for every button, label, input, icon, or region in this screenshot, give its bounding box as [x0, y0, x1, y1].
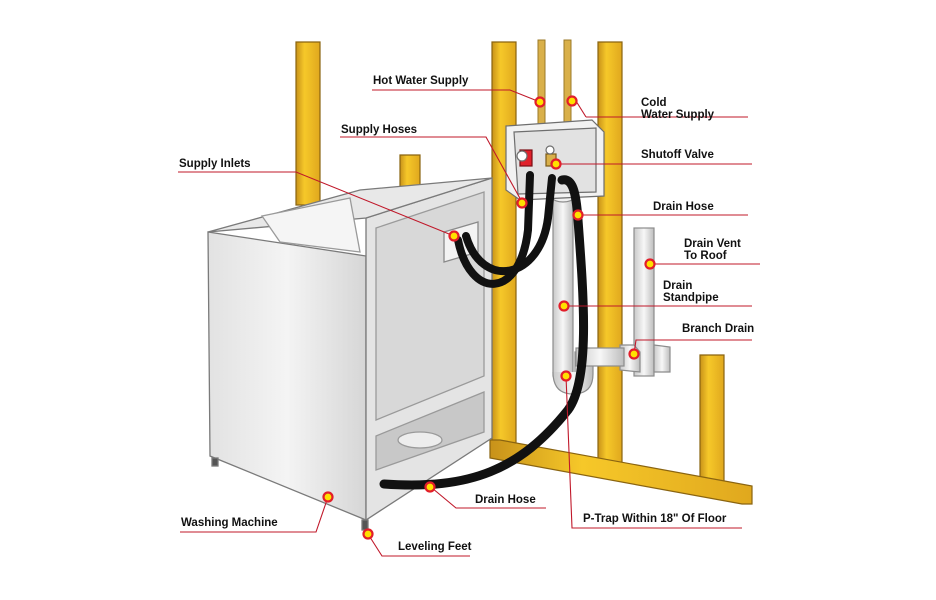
marker-cold-water — [566, 95, 578, 107]
drain-hose — [379, 175, 589, 490]
label-washing-machine: Washing Machine — [181, 517, 278, 529]
markers — [322, 95, 656, 540]
marker-washing-machine — [322, 491, 334, 503]
bottom-plate — [489, 439, 753, 505]
drain-standpipe — [552, 197, 574, 377]
label-p-trap: P-Trap Within 18" Of Floor — [583, 513, 727, 525]
washing-machine — [207, 177, 493, 531]
label-drain-hose-top: Drain Hose — [653, 201, 714, 213]
label-shutoff-valve: Shutoff Valve — [641, 149, 714, 161]
marker-drain-hose-bottom — [424, 481, 436, 493]
supply-hose-hot — [454, 171, 534, 288]
stud-right — [699, 354, 725, 493]
hot-supply-pipe — [537, 39, 546, 125]
marker-leveling-feet — [362, 528, 374, 540]
marker-p-trap — [560, 370, 572, 382]
supply-hose-cold — [462, 174, 556, 276]
marker-drain-standpipe — [558, 300, 570, 312]
stud-center-left — [491, 41, 517, 451]
marker-supply-hoses — [516, 197, 528, 209]
trap-arm — [575, 347, 625, 367]
marker-shutoff-valve — [550, 158, 562, 170]
label-supply-inlets: Supply Inlets — [179, 158, 251, 170]
marker-branch-drain — [628, 348, 640, 360]
label-hot-water-supply: Hot Water Supply — [373, 75, 469, 87]
branch-drain-pipe-right — [653, 344, 671, 373]
marker-hot-water — [534, 96, 546, 108]
marker-drain-hose-top — [572, 209, 584, 221]
supply-pipes — [537, 39, 572, 125]
hoses — [379, 171, 589, 490]
label-drain-hose-bottom: Drain Hose — [475, 494, 536, 506]
label-branch-drain: Branch Drain — [682, 323, 755, 335]
label-leveling-feet: Leveling Feet — [398, 541, 472, 553]
stud-center-right — [597, 41, 623, 467]
cold-supply-pipe — [563, 39, 572, 125]
label-supply-hoses: Supply Hoses — [341, 124, 418, 136]
marker-drain-vent — [644, 258, 656, 270]
marker-supply-inlets — [448, 230, 460, 242]
